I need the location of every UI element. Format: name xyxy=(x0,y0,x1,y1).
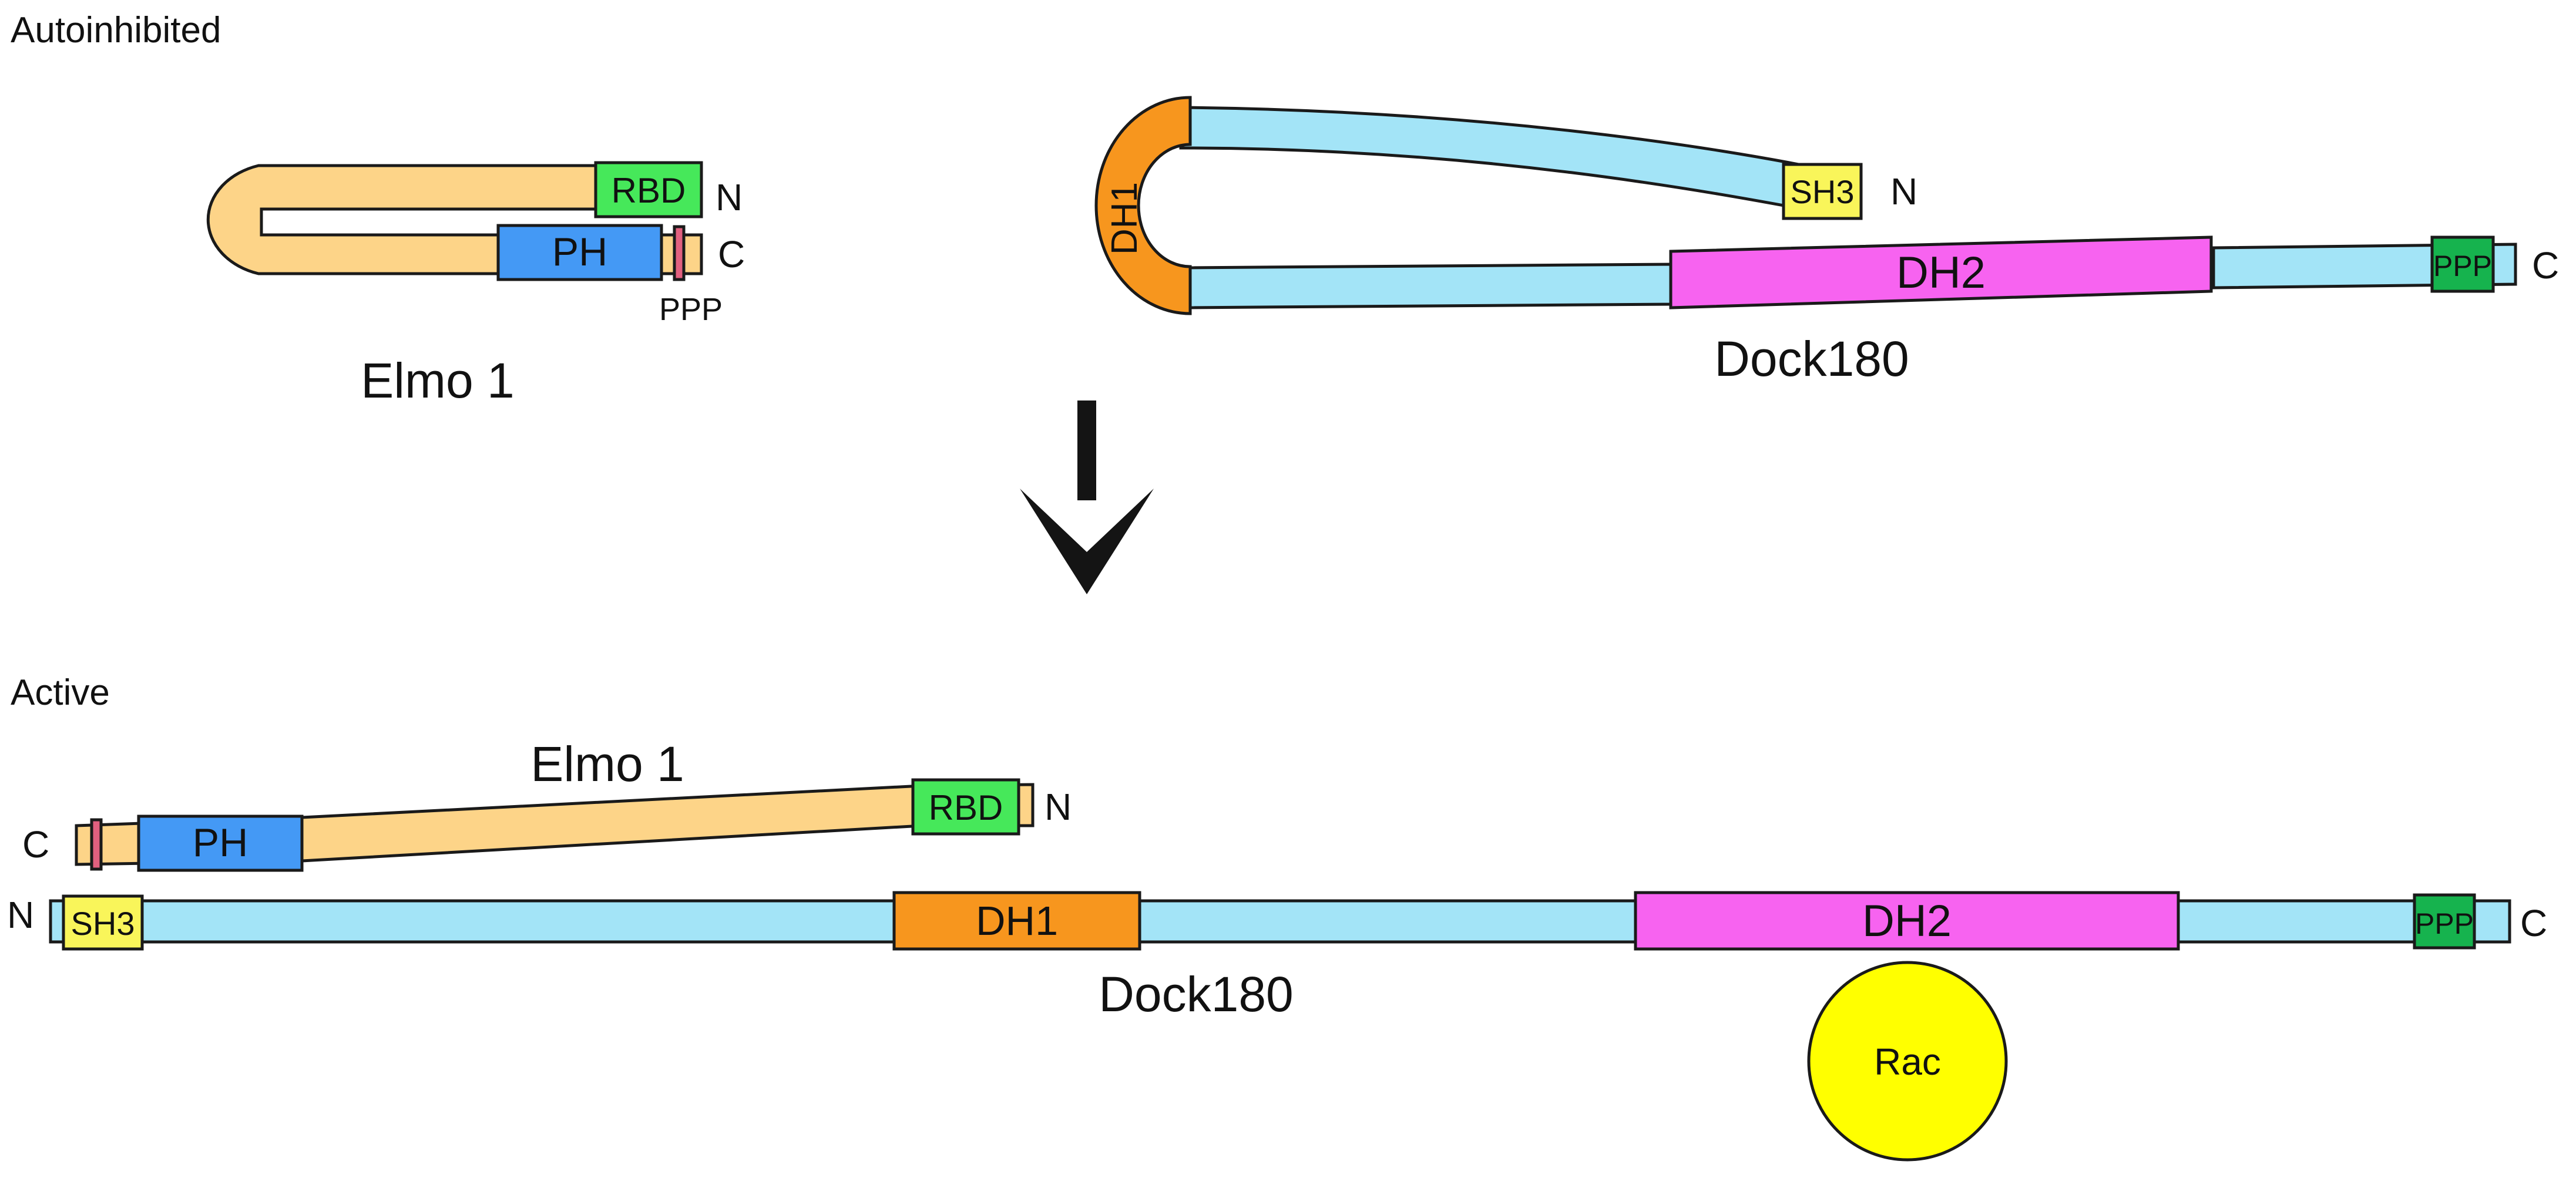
elmo-c-terminus: C xyxy=(718,233,745,275)
dock-sh3-label: SH3 xyxy=(71,905,135,942)
dock-dh2-domain xyxy=(1634,891,2180,951)
dock-ppp-motif xyxy=(2430,235,2495,293)
elmo-rbd-domain xyxy=(911,778,1020,836)
dock-n-terminus: N xyxy=(7,894,34,936)
rac-circle xyxy=(1807,961,2008,1162)
dock-dh1-domain xyxy=(1094,96,1192,315)
elmo-ph-label: PH xyxy=(552,230,607,274)
dock-n-terminus: N xyxy=(1890,170,1917,213)
dock-sh3-label: SH3 xyxy=(1791,173,1855,210)
elmo-ppp-motif xyxy=(90,818,103,871)
dock-c-terminus: C xyxy=(2532,244,2559,287)
elmo-rbd-domain xyxy=(594,161,703,218)
elmo-name-label: Elmo 1 xyxy=(530,736,684,792)
elmo-ppp-label: PPP xyxy=(659,292,723,327)
elmo-ph-domain xyxy=(496,224,663,281)
dock-dh1-label: DH1 xyxy=(976,898,1058,944)
dock-dh1-domain xyxy=(892,891,1141,951)
elmo-name-label: Elmo 1 xyxy=(361,353,514,408)
elmo-n-terminus: N xyxy=(716,176,743,218)
dock-name-label: Dock180 xyxy=(1099,967,1294,1022)
elmo-ph-label: PH xyxy=(193,820,248,865)
elmo-n-terminus: N xyxy=(1044,786,1072,828)
dock-dh2-label: DH2 xyxy=(1862,896,1952,946)
rac-label: Rac xyxy=(1874,1041,1941,1083)
dock-lower-backbone xyxy=(1179,262,1676,309)
arrow-shaft xyxy=(1077,400,1096,500)
dock-ppp-label: PPP xyxy=(2415,907,2474,940)
elmo-c-terminus: C xyxy=(22,823,49,866)
dock-dh1-label: DH1 xyxy=(1104,182,1145,255)
active-elmo: PH RBD C N Elmo 1 xyxy=(22,736,1072,872)
dock-ppp-label: PPP xyxy=(2433,250,2492,282)
rac-gtpase: Rac xyxy=(1807,961,2008,1162)
autoinhibited-label: Autoinhibited xyxy=(11,10,221,51)
dock-ppp-motif xyxy=(2413,893,2476,950)
arrow-head xyxy=(1020,489,1154,594)
autoinhibited-dock: DH1 SH3 DH2 PPP N C Dock180 xyxy=(1094,96,2559,386)
elmo-ph-domain xyxy=(137,814,304,872)
dock-dh2-domain xyxy=(1669,235,2213,309)
activation-arrow xyxy=(1020,400,1154,594)
active-label: Active xyxy=(11,672,110,713)
elmo-rbd-label: RBD xyxy=(612,171,686,210)
dock-dh2-label: DH2 xyxy=(1896,248,1986,298)
dock-sh3-domain xyxy=(62,894,144,951)
elmo-rbd-label: RBD xyxy=(929,788,1003,827)
autoinhibited-elmo: RBD PH PPP N C Elmo 1 xyxy=(206,161,745,408)
dock-upper-backbone xyxy=(1179,106,1830,216)
dock-c-terminus: C xyxy=(2520,902,2547,944)
elmo-ppp-motif xyxy=(673,225,686,281)
dock-name-label: Dock180 xyxy=(1714,331,1909,386)
active-dock: SH3 DH1 DH2 PPP N C Dock180 xyxy=(7,891,2547,1022)
dock-sh3-domain xyxy=(1782,163,1863,220)
